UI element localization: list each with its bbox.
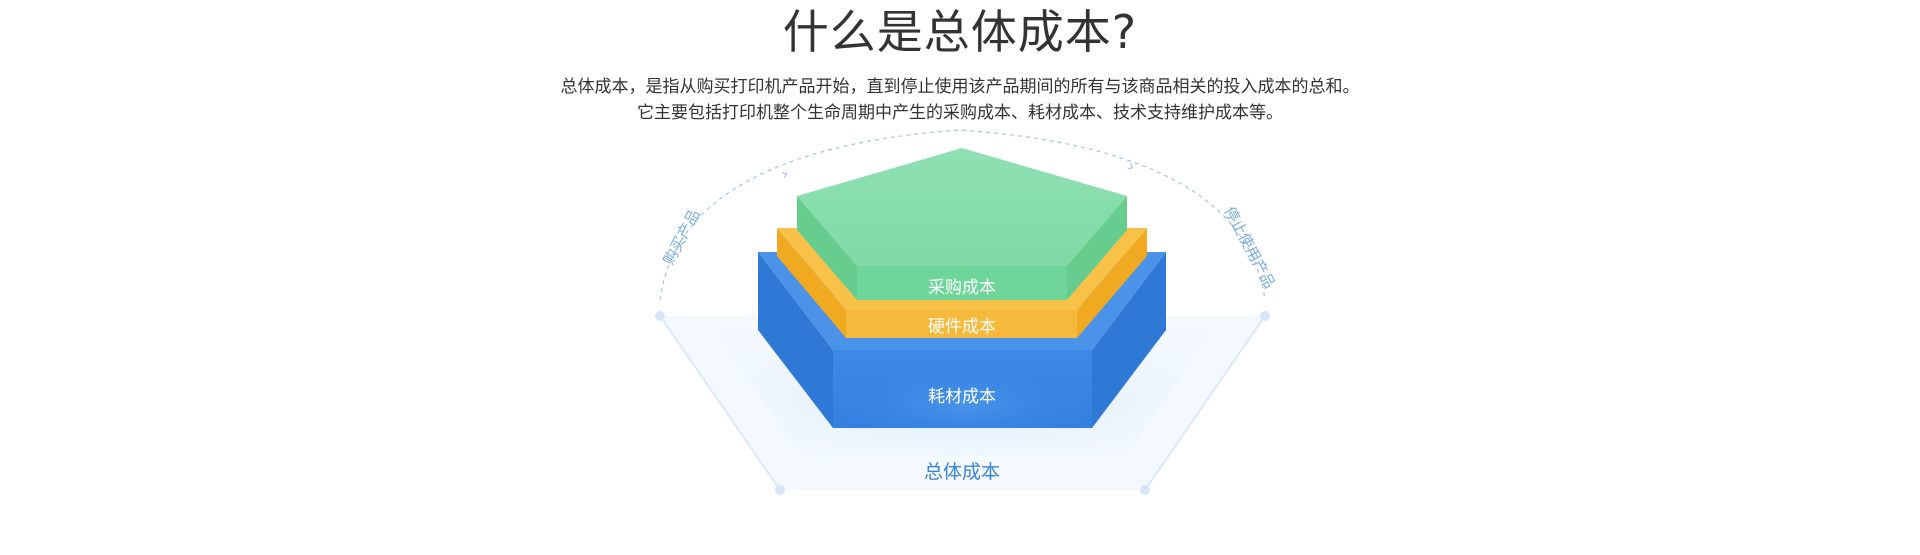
description-line-1: 总体成本，是指从购买打印机产品开始，直到停止使用该产品期间的所有与该商品相关的投… — [560, 77, 1360, 97]
base-label: 总体成本 — [924, 461, 1000, 483]
yellow-layer-front — [846, 310, 1077, 338]
green-layer-top — [797, 148, 1127, 266]
layer-label-top: 采购成本 — [928, 278, 996, 298]
arrow-left-icon: › — [778, 164, 792, 184]
base-edge-left — [659, 315, 781, 491]
base-dot-bottom-right — [1140, 485, 1150, 495]
yellow-layer-left-side — [777, 228, 846, 338]
green-layer-right-side — [1067, 196, 1127, 300]
layer-label-middle: 硬件成本 — [928, 317, 996, 337]
arc-right-label: 停止使用产品 — [1220, 203, 1278, 291]
blue-layer-right-side — [1092, 252, 1166, 428]
blue-layer-glow — [833, 350, 1092, 428]
green-layer-left-side — [797, 196, 857, 300]
base-dot-bottom-left — [775, 485, 785, 495]
layer-label-bottom: 耗材成本 — [928, 387, 996, 407]
description-line-2: 它主要包括打印机整个生命周期中产生的采购成本、耗材成本、技术支持维护成本等。 — [637, 103, 1283, 123]
arc-left-label: 购买产品 — [660, 206, 704, 267]
base-dot-left — [655, 311, 665, 321]
green-layer-front — [857, 266, 1067, 300]
base-dot-right — [1260, 311, 1270, 321]
arrow-right-icon: › — [1124, 156, 1138, 176]
lifecycle-arc — [659, 129, 1266, 301]
blue-layer-left-side — [758, 252, 833, 428]
yellow-layer-right-side — [1077, 228, 1147, 338]
base-edge-right — [1144, 315, 1266, 491]
description: 总体成本，是指从购买打印机产品开始，直到停止使用该产品期间的所有与该商品相关的投… — [0, 74, 1920, 126]
page-title: 什么是总体成本? — [782, 5, 1138, 59]
